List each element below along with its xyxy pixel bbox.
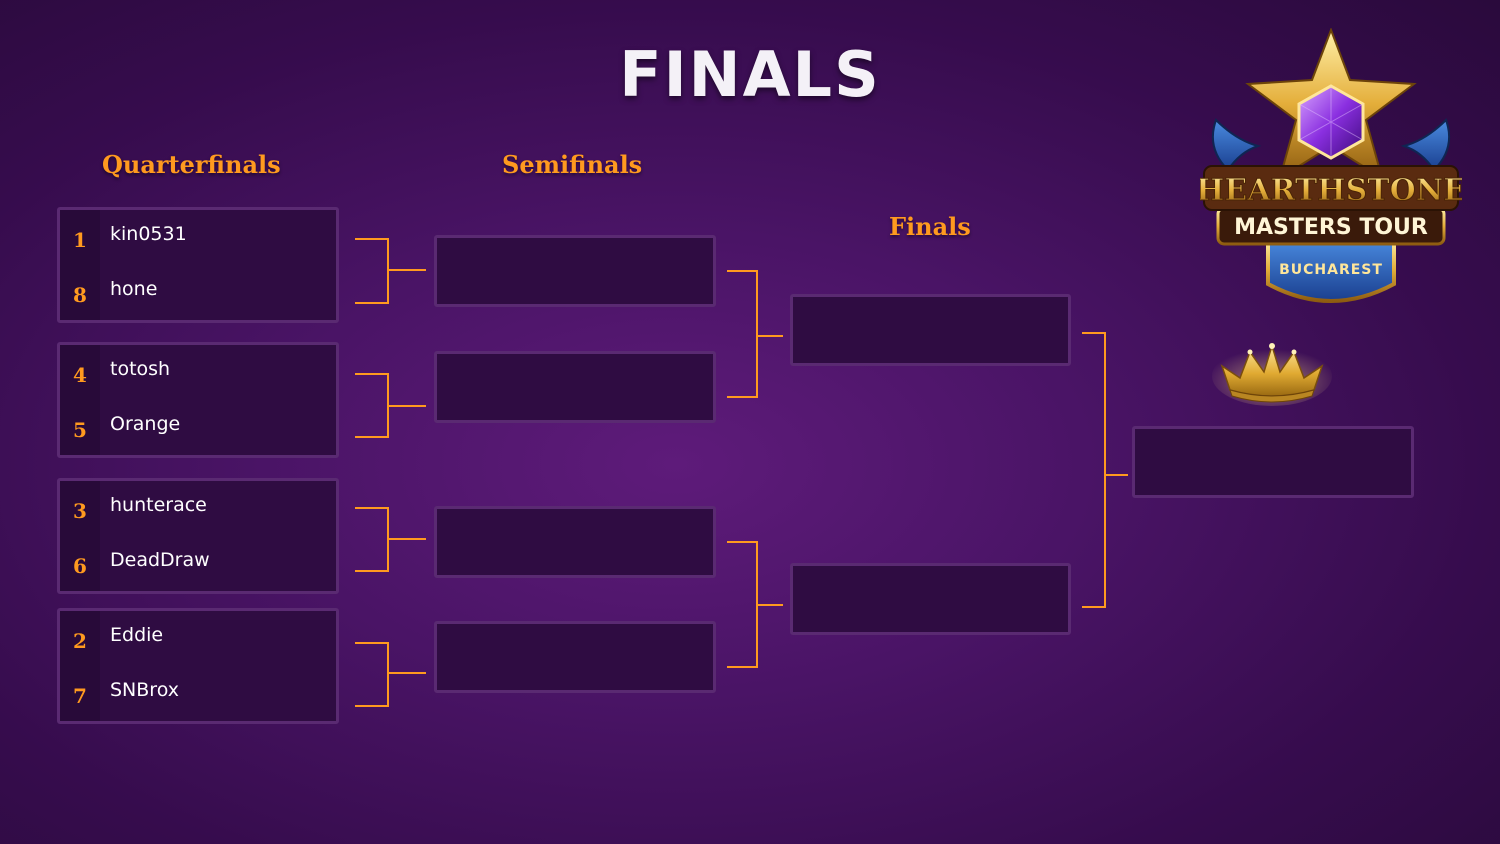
player-seed: 7 — [73, 684, 87, 708]
semifinal-slot-1[interactable] — [434, 235, 716, 307]
quarterfinal-match-3[interactable]: 3 hunterace 6 DeadDraw — [57, 478, 339, 594]
player-row[interactable]: 6 DeadDraw — [60, 536, 336, 591]
player-name: Orange — [110, 413, 181, 435]
seed-column — [60, 345, 100, 455]
bracket-connector — [355, 373, 389, 438]
player-row[interactable]: 3 hunterace — [60, 481, 336, 536]
logo-location-text: BUCHAREST — [1279, 262, 1383, 278]
player-name: totosh — [110, 358, 171, 380]
bracket-connector-line — [389, 405, 426, 407]
round-label-quarterfinals: Quarterfinals — [102, 150, 281, 179]
bracket-connector — [727, 270, 758, 398]
seed-column — [60, 481, 100, 591]
bracket-connector-line — [1106, 474, 1128, 476]
player-name: hone — [110, 278, 158, 300]
player-seed: 8 — [73, 283, 87, 307]
crown-icon — [1212, 343, 1332, 406]
bracket-connector-line — [389, 672, 426, 674]
player-seed: 3 — [73, 499, 87, 523]
player-name: kin0531 — [110, 223, 187, 245]
player-row[interactable]: 7 SNBrox — [60, 666, 336, 721]
player-row[interactable]: 5 Orange — [60, 400, 336, 455]
player-seed: 6 — [73, 554, 87, 578]
bracket-connector — [355, 642, 389, 707]
player-seed: 1 — [73, 228, 87, 252]
round-label-semifinals: Semifinals — [502, 150, 643, 179]
bracket-connector — [355, 507, 389, 572]
player-seed: 5 — [73, 418, 87, 442]
bracket-connector-line — [758, 604, 783, 606]
quarterfinal-match-4[interactable]: 2 Eddie 7 SNBrox — [57, 608, 339, 724]
logo-subtitle-text: MASTERS TOUR — [1234, 215, 1428, 240]
quarterfinal-match-2[interactable]: 4 totosh 5 Orange — [57, 342, 339, 458]
final-slot-1[interactable] — [790, 294, 1071, 366]
champion-slot[interactable] — [1132, 426, 1414, 498]
bracket-connector — [727, 541, 758, 668]
quarterfinal-match-1[interactable]: 1 kin0531 8 hone — [57, 207, 339, 323]
player-row[interactable]: 8 hone — [60, 265, 336, 320]
player-row[interactable]: 2 Eddie — [60, 611, 336, 666]
round-label-finals: Finals — [889, 212, 971, 241]
page-title: FINALS — [619, 38, 881, 111]
player-row[interactable]: 4 totosh — [60, 345, 336, 400]
bracket-connector — [1082, 332, 1106, 608]
player-name: Eddie — [110, 624, 164, 646]
logo-brand-text: HEARTHSTONE — [1200, 173, 1462, 208]
player-name: SNBrox — [110, 679, 179, 701]
bracket-connector-line — [758, 335, 783, 337]
hearthstone-masters-tour-logo: HEARTHSTONE MASTERS TOUR BUCHAREST — [1200, 28, 1462, 303]
player-name: hunterace — [110, 494, 207, 516]
bracket-connector — [355, 238, 389, 304]
player-row[interactable]: 1 kin0531 — [60, 210, 336, 265]
bracket-connector-line — [389, 269, 426, 271]
seed-column — [60, 210, 100, 320]
semifinal-slot-3[interactable] — [434, 506, 716, 578]
player-seed: 2 — [73, 629, 87, 653]
semifinal-slot-2[interactable] — [434, 351, 716, 423]
bracket-connector-line — [389, 538, 426, 540]
player-seed: 4 — [73, 363, 87, 387]
seed-column — [60, 611, 100, 721]
final-slot-2[interactable] — [790, 563, 1071, 635]
player-name: DeadDraw — [110, 549, 210, 571]
semifinal-slot-4[interactable] — [434, 621, 716, 693]
